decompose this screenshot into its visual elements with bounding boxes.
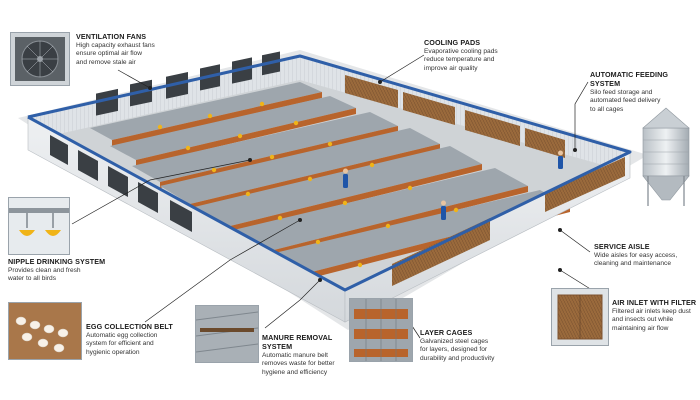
worker: [343, 168, 348, 188]
service-aisle-title: SERVICE AISLE: [594, 242, 650, 251]
cage-row: [110, 96, 356, 166]
leader-automatic-feeding: [574, 81, 589, 150]
manure-belt-icon: [196, 306, 258, 362]
fan-icon: [15, 37, 65, 81]
worker: [558, 150, 563, 169]
air-inlet-inset: [551, 288, 609, 346]
feeders: [157, 101, 503, 268]
callout-egg-collection: EGG COLLECTION BELT Automatic egg collec…: [86, 322, 186, 357]
front-wall-fans: [50, 135, 192, 232]
cooling-pads-front: [392, 157, 625, 286]
service-aisle-desc: Wide aisles for easy access, cleaning an…: [594, 252, 678, 268]
leader-dots: [148, 80, 577, 302]
egg-collection-desc: Automatic egg collection system for effi…: [86, 332, 158, 356]
callout-layer-cages: LAYER CAGES Galvanized steel cages for l…: [420, 328, 520, 363]
filter-icon: [557, 294, 603, 340]
callout-ventilation-fans: VENTILATION FANS High capacity exhaust f…: [76, 32, 186, 67]
nipple-drinking-desc: Provides clean and fresh water to all bi…: [8, 267, 81, 283]
nipple-drinker-icon: [9, 208, 69, 236]
cooling-pads-back: [345, 75, 565, 158]
worker: [441, 200, 446, 220]
leader-service-aisle: [559, 229, 591, 253]
layer-cages-desc: Galvanized steel cages for layers, desig…: [420, 338, 495, 362]
ventilation-fans-desc: High capacity exhaust fans ensure optima…: [76, 42, 155, 66]
cage-rows: [90, 82, 570, 282]
callout-service-aisle: SERVICE AISLE Wide aisles for easy acces…: [594, 242, 698, 269]
egg-icon: [9, 303, 81, 359]
nipple-drinking-title: NIPPLE DRINKING SYSTEM: [8, 257, 106, 266]
callout-manure-removal: MANURE REMOVAL SYSTEM Automatic manure b…: [262, 333, 362, 377]
leader-manure-removal: [264, 279, 321, 329]
leader-nipple-drinking: [71, 159, 251, 225]
feed-silo: [642, 107, 690, 206]
nipple-drinker-inset: [8, 197, 70, 255]
automatic-feeding-title: AUTOMATIC FEEDING SYSTEM: [590, 70, 669, 88]
callout-automatic-feeding: AUTOMATIC FEEDING SYSTEM Silo feed stora…: [590, 70, 698, 114]
callout-nipple-drinking: NIPPLE DRINKING SYSTEM Provides clean an…: [8, 257, 108, 284]
automatic-feeding-desc: Silo feed storage and automated feed del…: [590, 89, 661, 113]
egg-collection-title: EGG COLLECTION BELT: [86, 322, 173, 331]
layer-cages-inset: [349, 298, 413, 362]
layer-cages-title: LAYER CAGES: [420, 328, 473, 337]
cage-row: [90, 82, 322, 146]
manure-belt-inset: [195, 305, 259, 363]
manure-removal-desc: Automatic manure belt removes waste for …: [262, 352, 335, 376]
leader-ventilation-fans: [117, 69, 151, 89]
air-inlet-title: AIR INLET WITH FILTER: [612, 298, 697, 307]
roof-trim: [27, 54, 632, 292]
manure-removal-title: MANURE REMOVAL SYSTEM: [262, 333, 333, 351]
cage-icon: [350, 299, 412, 361]
leader-cooling-pads: [379, 54, 425, 83]
leader-egg-collection: [144, 219, 301, 323]
cage-row: [190, 146, 482, 234]
fan-inset: [10, 32, 70, 86]
egg-belt-inset: [8, 302, 82, 360]
callout-cooling-pads: COOLING PADS Evaporative cooling pads re…: [424, 38, 534, 73]
callout-air-inlet: AIR INLET WITH FILTER Filtered air inlet…: [612, 298, 698, 333]
air-inlet-desc: Filtered air inlets keep dust and insect…: [612, 308, 691, 332]
cooling-pads-title: COOLING PADS: [424, 38, 481, 47]
ventilation-fans-title: VENTILATION FANS: [76, 32, 147, 41]
cooling-pads-desc: Evaporative cooling pads reduce temperat…: [424, 48, 498, 72]
